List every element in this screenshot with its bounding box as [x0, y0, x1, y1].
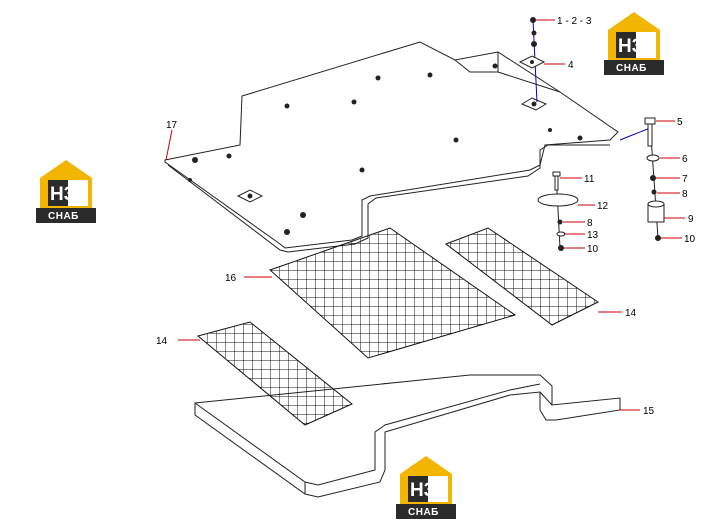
callout-10-right: 10	[684, 234, 696, 245]
callout-8-middle: 8	[587, 218, 593, 229]
callout-14-right: 14	[625, 308, 637, 319]
cover-plate-17	[164, 41, 619, 253]
plate-latch-left	[236, 189, 264, 203]
watermark-word: СНАБ	[48, 211, 79, 222]
callout-6: 6	[682, 154, 688, 165]
watermark-logo-bottom: H3 СНАБ	[396, 456, 456, 519]
callout-16: 16	[225, 273, 237, 284]
callout-15: 15	[643, 406, 655, 417]
watermark-word: СНАБ	[408, 507, 439, 518]
callout-11: 11	[584, 174, 595, 185]
watermark-word: СНАБ	[616, 63, 647, 74]
callout-14-left: 14	[156, 336, 168, 347]
grid-mat-16	[269, 227, 517, 359]
callout-7: 7	[682, 174, 688, 185]
hardware-stack-right	[619, 117, 665, 241]
watermark-logo-left: H3 СНАБ	[36, 160, 96, 223]
callout-1-2-3: 1 - 2 - 3	[557, 16, 592, 27]
callout-5: 5	[677, 117, 683, 128]
watermark-letters: H3	[410, 480, 434, 501]
grid-mat-14-left	[196, 321, 353, 426]
callout-4: 4	[568, 60, 574, 71]
callout-13: 13	[587, 230, 599, 241]
plate-holes	[188, 63, 583, 235]
watermark-logo-top-right: H3 СНАБ	[604, 12, 664, 75]
callout-10-middle: 10	[587, 244, 599, 255]
watermark-letters: H3	[618, 36, 642, 57]
hardware-stack-middle	[537, 171, 579, 251]
grid-mat-14-right	[444, 227, 599, 326]
callout-9: 9	[688, 214, 694, 225]
callout-17: 17	[166, 120, 178, 131]
callout-12: 12	[597, 201, 609, 212]
callout-8-right: 8	[682, 189, 688, 200]
hardware-stack-top	[518, 17, 546, 103]
plate-latch-right	[520, 97, 548, 111]
callout-labels: 1 - 2 - 3 4 5 6 7 8 9 10 11 12 8 13 10 1…	[156, 16, 696, 417]
watermark-letters: H3	[50, 184, 74, 205]
callout-leaders	[165, 19, 685, 411]
